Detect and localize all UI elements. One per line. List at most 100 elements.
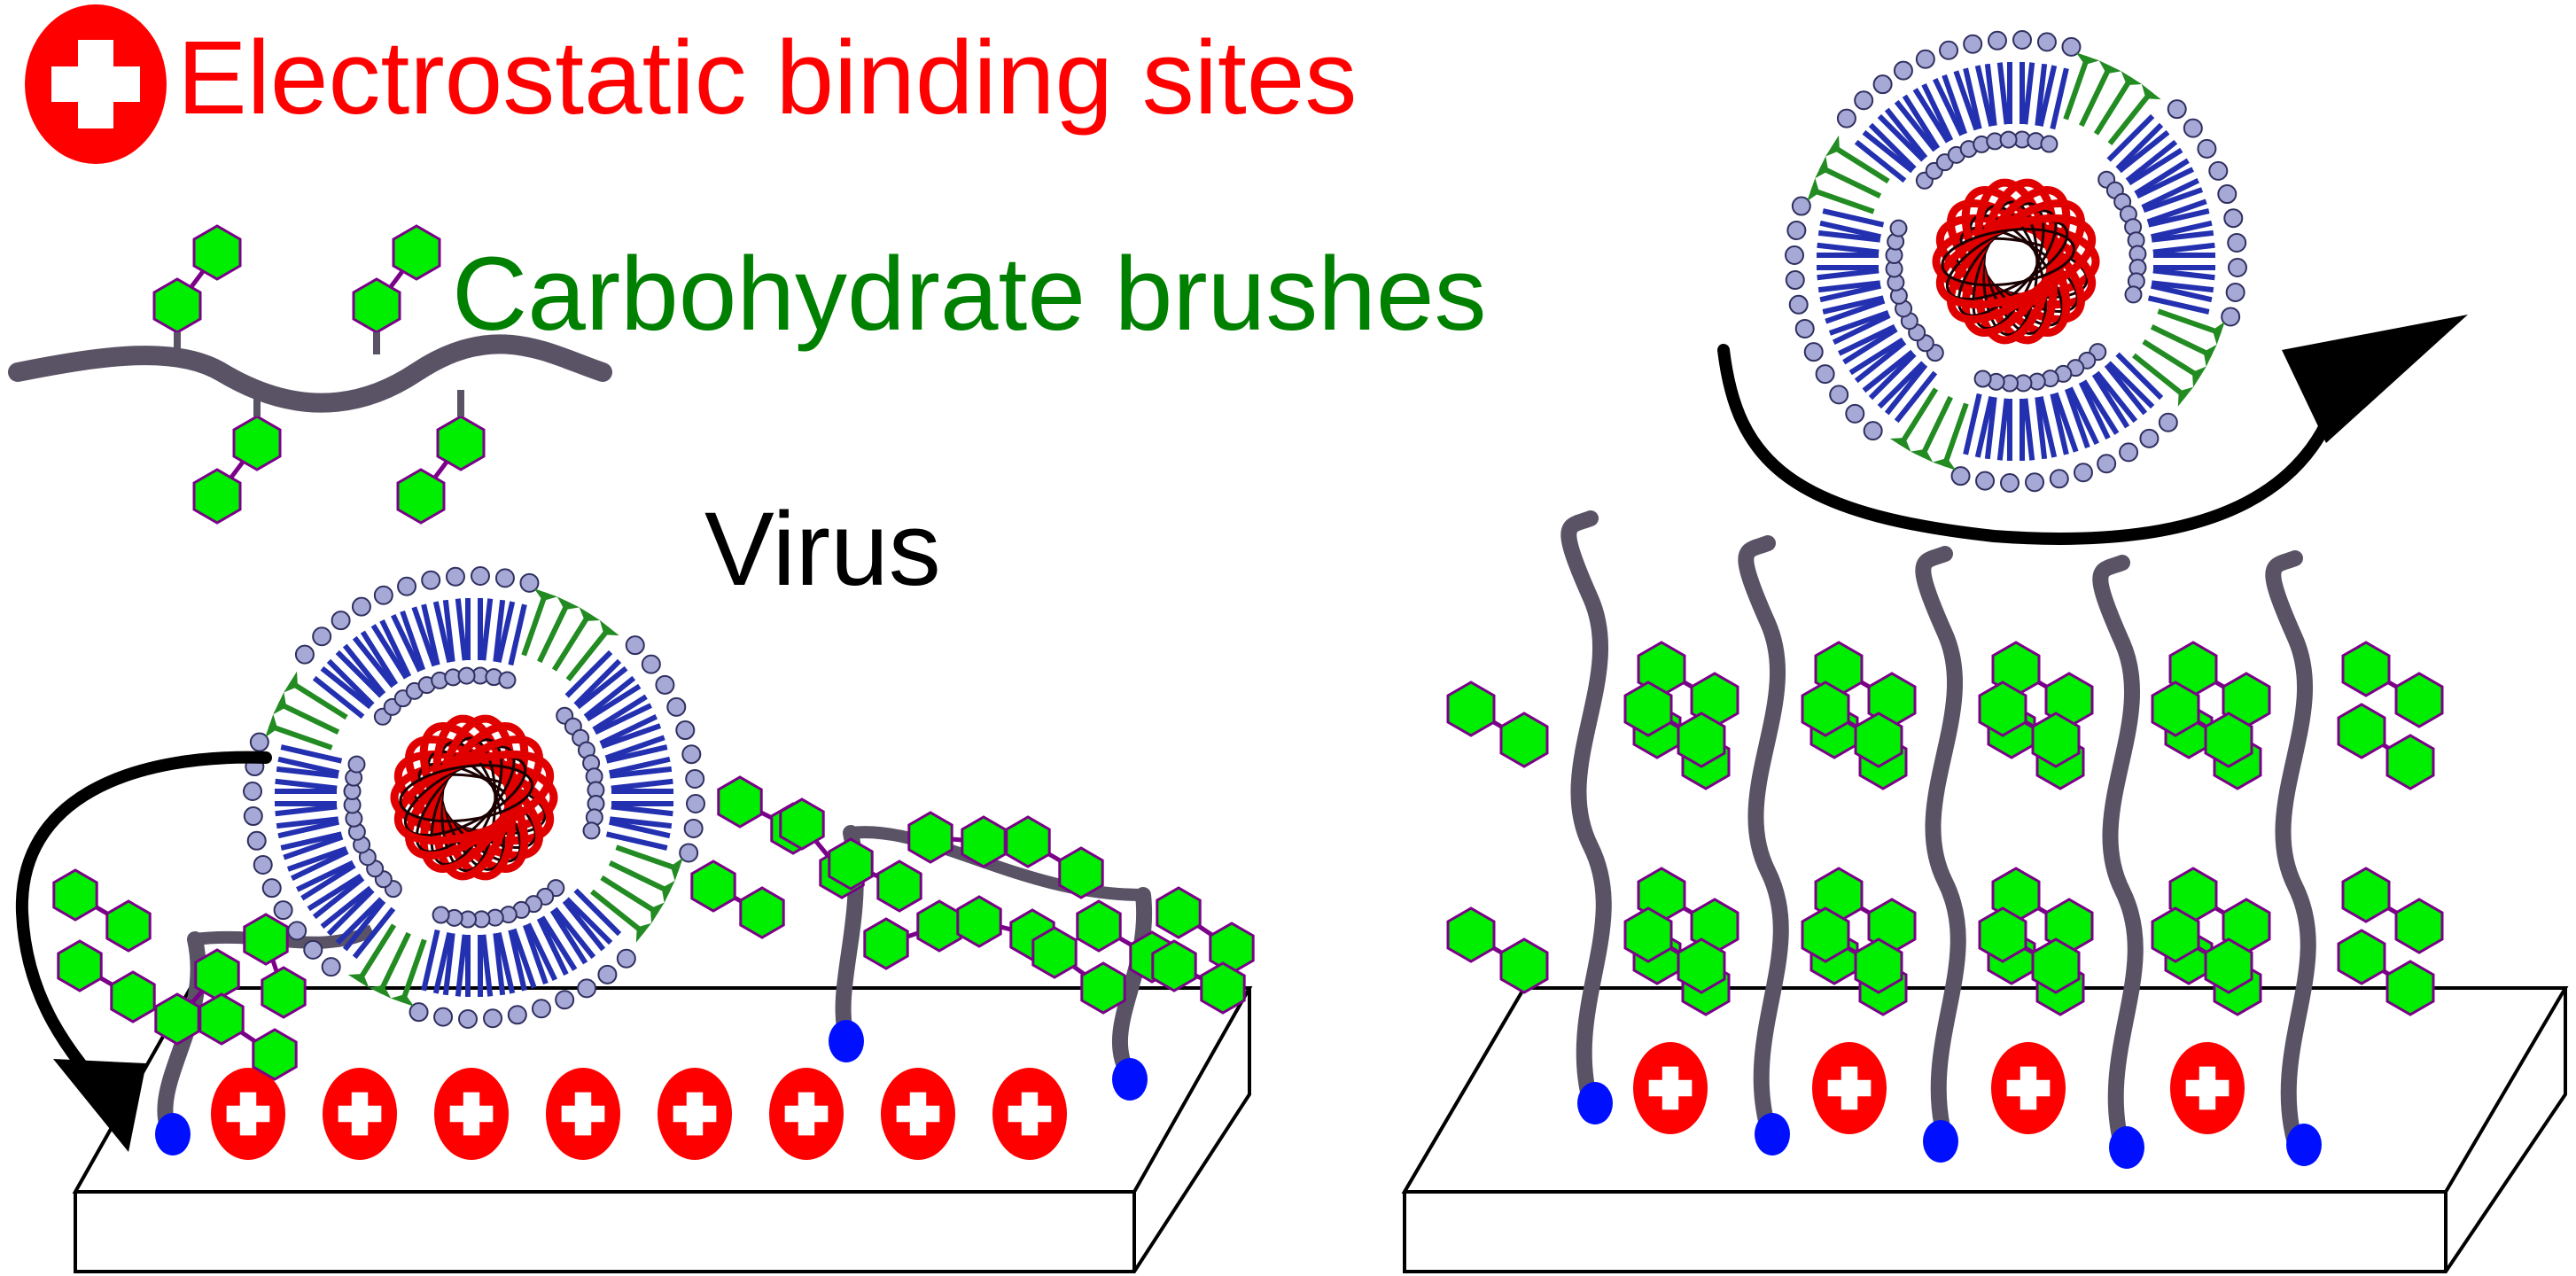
curved-arrow-icon (15, 751, 272, 1152)
anchor-dot (1112, 1058, 1148, 1101)
hexagon-sugar-icon (2385, 734, 2435, 790)
plus-charge-icon (1633, 1042, 1708, 1134)
anchor-dot (829, 1020, 864, 1062)
hexagon-sugar-icon (2204, 938, 2253, 994)
hexagon-sugar-icon (961, 815, 1007, 868)
hexagon-sugar-icon (876, 860, 922, 913)
hexagon-sugar-icon (2151, 906, 2200, 963)
anchor-dot (1923, 1120, 1958, 1163)
plus-charge-icon (323, 1068, 397, 1160)
virus-label: Virus (704, 491, 941, 608)
legend: Electrostatic binding sites Carbohydrate… (8, 4, 1487, 608)
hexagon-sugar-icon (1446, 681, 1496, 737)
hexagon-sugar-icon (261, 966, 307, 1019)
hexagon-sugar-icon (2385, 960, 2435, 1016)
right-brush (1446, 510, 2444, 1169)
hexagon-sugar-icon (1978, 681, 2027, 737)
plus-charge-icon (546, 1068, 620, 1160)
hexagon-sugar-icon (194, 948, 240, 1001)
hexagon-sugar-icon (828, 837, 874, 891)
hexagon-sugar-icon (916, 899, 962, 953)
plus-charge-icon (1812, 1042, 1887, 1134)
hexagon-sugar-icon (690, 860, 736, 913)
plus-charge-icon (992, 1068, 1067, 1160)
hexagon-sugar-icon (2151, 681, 2200, 737)
electrostatic-label: Electrostatic binding sites (177, 19, 1357, 136)
virus-particle-repelled (1785, 30, 2247, 493)
hexagon-sugar-icon (1801, 906, 1850, 963)
hexagon-sugar-icon (2031, 938, 2081, 994)
hexagon-sugar-icon (352, 277, 401, 334)
hexagon-sugar-icon (779, 798, 825, 851)
hexagon-sugar-icon (1499, 938, 1549, 994)
plus-charge-icon (211, 1068, 285, 1160)
rna-coil-icon (1932, 178, 2100, 345)
hexagon-sugar-icon (1005, 815, 1051, 868)
hexagon-sugar-icon (243, 913, 289, 966)
virus-particle-bound (243, 566, 705, 1029)
plus-charge-icon (2170, 1042, 2245, 1134)
hexagon-sugar-icon (1677, 712, 1726, 768)
plus-charge-icon (434, 1068, 509, 1160)
carbohydrate-brush-icon (8, 224, 612, 525)
hexagon-sugar-icon (1446, 906, 1496, 963)
hexagon-sugar-icon (152, 277, 202, 334)
anchor-dot (1755, 1113, 1790, 1155)
hexagon-sugar-icon (192, 468, 242, 525)
hexagon-sugar-icon (57, 939, 103, 992)
hexagon-sugar-icon (907, 811, 953, 864)
hexagon-sugar-icon (52, 868, 98, 922)
hexagon-sugar-icon (1076, 899, 1122, 953)
hexagon-sugar-icon (1978, 906, 2027, 963)
hexagon-sugar-icon (1080, 961, 1126, 1015)
hexagon-sugar-icon (2341, 867, 2391, 923)
glycoprotein-spike-icon (265, 588, 683, 1007)
plus-charge-icon (658, 1068, 732, 1160)
hexagon-sugar-icon (2204, 712, 2253, 768)
hexagon-sugar-icon (154, 992, 200, 1046)
hexagon-sugar-icon (1677, 938, 1726, 994)
right-charge-sites (1633, 1042, 2245, 1134)
hexagon-sugar-icon (2394, 672, 2444, 728)
hexagon-sugar-icon (717, 775, 763, 829)
rna-coil-icon (390, 714, 558, 881)
hexagon-sugar-icon (1151, 939, 1197, 992)
hexagon-sugar-icon (739, 886, 785, 939)
hexagon-sugar-icon (1854, 712, 1903, 768)
hexagon-sugar-icon (110, 970, 156, 1023)
hexagon-sugar-icon (232, 415, 282, 471)
hexagon-sugar-icon (1058, 846, 1104, 899)
hexagon-sugar-icon (2337, 929, 2386, 985)
hexagon-sugar-icon (1854, 938, 1903, 994)
hexagon-sugar-icon (1156, 886, 1202, 939)
carbohydrate-label: Carbohydrate brushes (452, 236, 1487, 353)
lipid-bilayer-icon (243, 566, 705, 1029)
hexagon-sugar-icon (1200, 961, 1246, 1015)
hexagon-sugar-icon (436, 415, 486, 471)
hexagon-sugar-icon (863, 917, 909, 970)
hexagon-sugar-icon (2394, 898, 2444, 954)
plus-charge-icon (1991, 1042, 2066, 1134)
curved-arrow-icon (1717, 315, 2468, 545)
hexagon-sugar-icon (1031, 926, 1078, 979)
plus-charge-icon (881, 1068, 955, 1160)
hexagon-sugar-icon (198, 992, 245, 1046)
anchor-dot (2109, 1126, 2144, 1169)
plus-charge-icon (25, 4, 167, 164)
hexagon-sugar-icon (1801, 681, 1850, 737)
hexagon-sugar-icon (2341, 641, 2391, 697)
hexagon-sugar-icon (1623, 681, 1673, 737)
anchor-dot (2286, 1124, 2322, 1166)
hexagon-sugar-icon (192, 224, 242, 281)
lipid-bilayer-icon (1785, 30, 2247, 493)
hexagon-sugar-icon (396, 468, 446, 525)
hexagon-sugar-icon (2337, 703, 2386, 759)
hexagon-sugar-icon (392, 224, 441, 281)
hexagon-sugar-icon (2031, 712, 2081, 768)
hexagon-sugar-icon (105, 899, 152, 953)
hexagon-sugar-icon (956, 895, 1002, 948)
left-charge-sites (211, 1068, 1067, 1160)
anchor-dot (155, 1113, 191, 1155)
glycoprotein-spike-icon (1807, 52, 2225, 471)
